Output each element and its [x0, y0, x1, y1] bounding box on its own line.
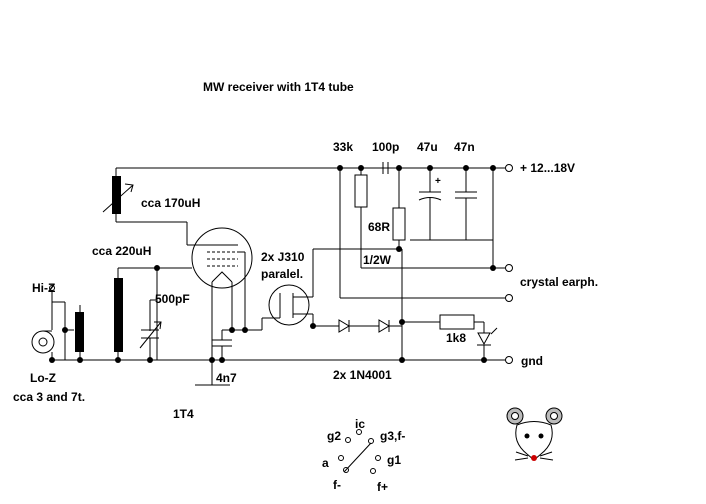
label-pin-a: a [322, 456, 329, 470]
label-pin-g1: g1 [387, 453, 402, 467]
junction [77, 357, 83, 363]
label-1k8: 1k8 [446, 331, 467, 345]
label-paralel: paralel. [261, 267, 304, 281]
label-half-watt: 1/2W [363, 253, 392, 267]
junction [147, 357, 153, 363]
label-33k: 33k [333, 140, 354, 154]
label-pin-fp: f+ [377, 480, 389, 494]
crystal-terminal-2 [505, 294, 513, 302]
junction [358, 165, 364, 171]
mouse-head [515, 421, 553, 461]
junction [115, 357, 121, 363]
label-loz: Lo-Z [30, 371, 56, 385]
junction [49, 357, 55, 363]
junction [229, 327, 235, 333]
label-47n: 47n [454, 140, 475, 154]
label-pin-g2: g2 [327, 429, 342, 443]
junction [209, 357, 215, 363]
crystal-terminal-1 [505, 264, 513, 272]
pinout-key-line [343, 442, 372, 473]
ground-terminal [505, 356, 513, 364]
hiz-terminal [49, 285, 55, 291]
junction-dots [49, 165, 496, 363]
c500-arrowhead [154, 321, 162, 330]
label-tube-type: 1T4 [173, 407, 194, 421]
mouse-whisker [539, 457, 554, 461]
label-crystal-earphone: crystal earph. [520, 275, 599, 289]
supply-terminal [505, 164, 513, 172]
label-l170: cca 170uH [141, 196, 201, 210]
junction [396, 246, 402, 252]
tube-pinout [338, 429, 381, 474]
pin-fp [370, 468, 376, 474]
c47u-plate-bottom [418, 197, 442, 201]
l170-arrowhead [124, 183, 134, 193]
junction [396, 165, 402, 171]
r1k8-body [439, 314, 475, 330]
mouse-ear-left-inner [511, 412, 519, 420]
mouse-eye-right [538, 433, 544, 439]
label-j310: 2x J310 [261, 250, 305, 264]
pin-g3f [368, 438, 374, 444]
junction [62, 327, 68, 333]
c500-arrow [139, 321, 162, 349]
label-diodes: 2x 1N4001 [333, 368, 392, 382]
pin-a [338, 455, 344, 461]
fet-envelope [268, 284, 310, 326]
junction [399, 357, 405, 363]
label-500pf: 500pF [155, 292, 190, 306]
mouse-whisker [514, 457, 529, 461]
junction [427, 165, 433, 171]
mouse-whisker [515, 451, 529, 457]
antenna-jack-outer [31, 330, 55, 354]
junction [242, 327, 248, 333]
antenna-coil [75, 312, 84, 352]
label-supply: + 12...18V [520, 161, 576, 175]
mouse-whisker [539, 451, 553, 457]
l220-coil [114, 278, 123, 352]
label-47u: 47u [417, 140, 438, 154]
junction [337, 165, 343, 171]
pin-g1 [375, 455, 381, 461]
led-ray [490, 327, 498, 335]
led-symbol [477, 332, 491, 346]
junction [310, 323, 316, 329]
label-plus-sign: + [435, 176, 441, 187]
label-hiz: Hi-Z [32, 281, 56, 295]
label-pin-fm: f- [333, 478, 341, 492]
junction [490, 165, 496, 171]
label-100p: 100p [372, 140, 400, 154]
antenna-jack-inner [38, 337, 48, 347]
junction [219, 357, 225, 363]
junction [154, 265, 160, 271]
junction [463, 165, 469, 171]
diode-1 [338, 319, 350, 333]
mouse-mascot [506, 407, 563, 461]
l170-coil [112, 176, 121, 214]
mouse-ear-right-inner [550, 412, 558, 420]
pin-ic [356, 429, 362, 435]
tube-envelope [191, 227, 253, 289]
r33k-body [354, 174, 368, 208]
junction [481, 357, 487, 363]
label-l220: cca 220uH [92, 244, 152, 258]
tube-filament [211, 271, 233, 283]
label-pin-g3f: g3,f- [380, 429, 406, 443]
pin-g2 [345, 437, 351, 443]
label-4n7: 4n7 [216, 371, 237, 385]
label-pin-ic: ic [355, 417, 366, 431]
label-gnd: gnd [521, 354, 543, 368]
r68-body [392, 207, 406, 241]
junction [399, 319, 405, 325]
diode-2 [378, 319, 390, 333]
mouse-eye-left [524, 433, 530, 439]
label-turns: cca 3 and 7t. [13, 390, 86, 404]
junction [490, 265, 496, 271]
diagram-title: MW receiver with 1T4 tube [203, 80, 354, 94]
label-68r: 68R [368, 220, 391, 234]
mouse-nose [531, 455, 537, 461]
